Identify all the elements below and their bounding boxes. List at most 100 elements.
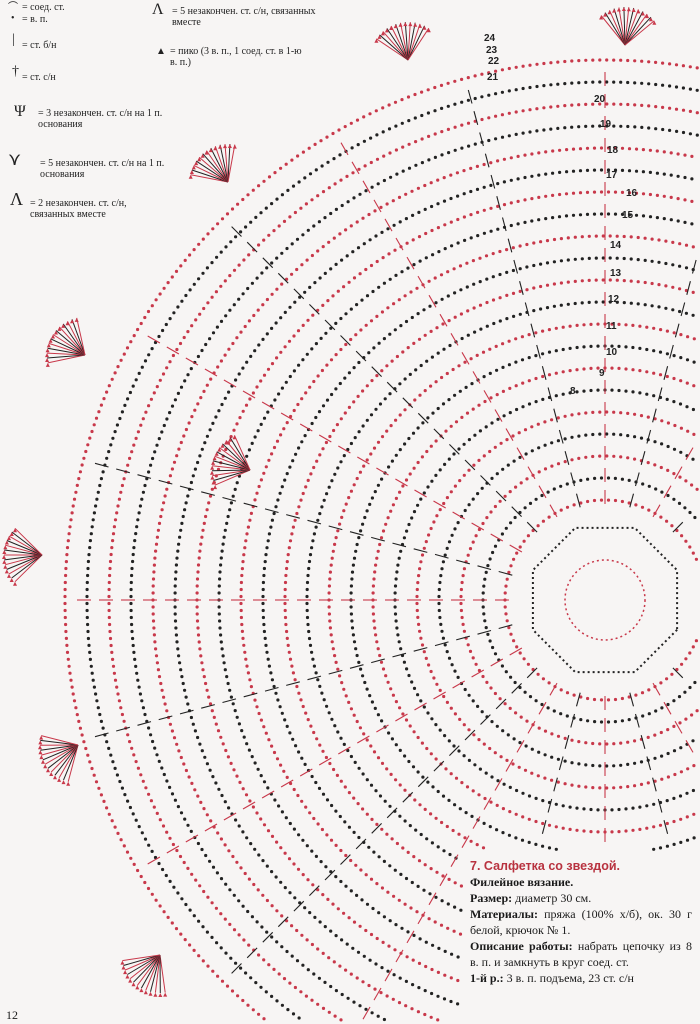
picot-mark [39, 735, 44, 740]
chain-dot [427, 533, 431, 537]
chain-dot [377, 285, 381, 289]
chain-dot [301, 358, 305, 362]
row-number-11: 11 [606, 321, 617, 332]
chain-dot [218, 626, 222, 630]
chain-dot [462, 442, 466, 446]
chain-dot [527, 817, 531, 821]
chain-dot [568, 805, 572, 809]
chain-dot [539, 284, 543, 289]
chain-dot [283, 886, 287, 890]
chain-dot [85, 601, 89, 606]
chain-dot [247, 877, 251, 881]
chain-dot [270, 904, 274, 908]
chain-dot [693, 515, 697, 520]
chain-dot [180, 675, 184, 679]
chain-dot [325, 398, 330, 402]
chain-dot [270, 935, 274, 939]
stitch-post [355, 350, 367, 362]
chain-dot [107, 580, 111, 585]
chain-dot [204, 514, 208, 519]
stitch-post [376, 467, 389, 476]
chain-dot [443, 949, 447, 954]
chain-dot [291, 1012, 296, 1016]
chain-dot [186, 702, 190, 706]
chain-dot [501, 467, 505, 471]
chain-dot [198, 549, 202, 553]
fan-stitch [624, 20, 655, 46]
chain-dot [250, 915, 254, 919]
chain-dot [407, 522, 411, 527]
chain-dot [626, 80, 630, 85]
picot-mark [38, 745, 42, 750]
chain-dot [316, 678, 320, 682]
chain-dot [113, 430, 117, 434]
chain-dot [143, 837, 148, 841]
chain-dot [478, 767, 482, 771]
chain-dot [401, 350, 405, 354]
stitch-post [439, 313, 448, 327]
chain-dot [346, 200, 350, 204]
stitch-post [264, 686, 279, 692]
stitch-post [433, 428, 445, 440]
chain-dot [358, 1004, 362, 1008]
chain-dot [422, 650, 426, 654]
chain-dot [272, 229, 276, 233]
chain-dot [619, 741, 623, 745]
chain-dot [619, 124, 623, 128]
chain-dot [695, 487, 699, 491]
chain-dot [327, 612, 331, 616]
chain-dot [478, 256, 482, 260]
chain-dot [334, 989, 338, 993]
chain-dot [380, 435, 385, 439]
chain-dot [186, 330, 190, 334]
chain-dot [407, 759, 411, 764]
chain-dot [465, 411, 470, 415]
chain-dot [613, 190, 618, 194]
chain-dot [220, 647, 224, 651]
stitch-post [509, 647, 523, 656]
stitch-post [147, 856, 161, 865]
chain-dot [363, 680, 367, 685]
row1-label: 1-й р.: [470, 971, 504, 985]
chain-dot [372, 750, 377, 754]
chain-dot [521, 791, 525, 795]
stitch-post [564, 735, 570, 749]
chain-dot [660, 490, 664, 494]
chain-dot [539, 262, 543, 266]
chain-dot [310, 253, 314, 258]
chain-dot [375, 882, 379, 886]
chain-dot [110, 377, 114, 381]
chain-dot [544, 194, 548, 198]
chain-dot [423, 389, 427, 393]
chain-dot [303, 762, 307, 767]
stitch-post [392, 652, 407, 658]
chain-dot [120, 786, 124, 790]
chain-dot [319, 139, 323, 143]
chain-dot [351, 946, 355, 950]
chain-dot [372, 446, 377, 450]
chain-dot [393, 605, 397, 609]
chain-dot [654, 105, 658, 109]
stitch-post [338, 746, 351, 755]
stitch-post [570, 472, 576, 487]
chain-dot [342, 285, 346, 289]
chain-dot [398, 448, 402, 452]
chain-dot [408, 372, 412, 376]
chain-dot [370, 700, 374, 704]
chain-dot [259, 718, 263, 722]
chain-dot [117, 699, 121, 703]
chain-dot [556, 60, 560, 64]
chain-dot [135, 525, 139, 529]
stitch-post [634, 472, 640, 487]
chain-dot [380, 886, 384, 890]
picot-mark [7, 536, 11, 541]
chain-dot [303, 434, 307, 438]
fan-stitch [219, 447, 251, 471]
chain-dot [518, 510, 522, 515]
chain-dot [94, 416, 99, 420]
chain-dot [308, 553, 313, 557]
chain-dot [509, 201, 513, 205]
chain-dot [157, 437, 161, 441]
chain-dot [435, 514, 439, 518]
chain-dot [179, 668, 183, 672]
